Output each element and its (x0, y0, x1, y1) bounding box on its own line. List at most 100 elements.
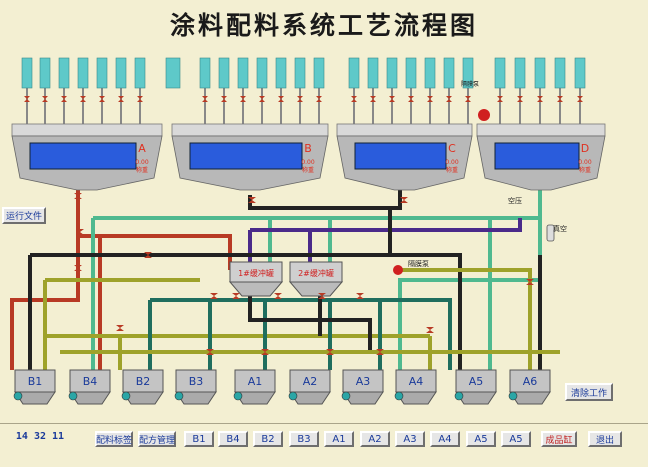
tank-select-button[interactable]: A5 (466, 431, 496, 447)
pipe-black-low (248, 285, 372, 350)
feed-valve (557, 96, 563, 102)
feed-valve (408, 96, 414, 102)
silo-rim (171, 123, 329, 137)
agitator-icon (68, 391, 78, 401)
feed-valve (240, 96, 246, 102)
tank-select-button[interactable]: B3 (289, 431, 319, 447)
mix-tank-label: B2 (136, 375, 151, 388)
recipe-manage-button[interactable]: 配方管理 (138, 431, 176, 447)
pipe-black-top (248, 190, 402, 210)
feed-valve (297, 96, 303, 102)
hopper-display (189, 142, 303, 170)
feed-valve (61, 96, 67, 102)
pipe-black-right (390, 253, 462, 370)
feed-tube (294, 57, 306, 89)
silo-rim (336, 123, 473, 137)
mix-tank-label: B4 (83, 375, 98, 388)
pump-icon (478, 109, 490, 121)
silo-group (11, 57, 606, 191)
pipe-valve (74, 193, 82, 199)
pipe-valve (116, 325, 124, 331)
tank-select-button[interactable]: B4 (218, 431, 248, 447)
buffer-tank-label: 2#缓冲罐 (298, 268, 334, 278)
feed-tube (21, 57, 33, 89)
pipe-valve (426, 327, 434, 333)
agitator-icon (233, 391, 243, 401)
pipe-valve (210, 293, 218, 299)
pipe-valve (376, 349, 384, 355)
tank-select-button[interactable]: A3 (395, 431, 425, 447)
feed-tube (534, 57, 546, 89)
feed-tube (443, 57, 455, 89)
tank-select-button[interactable]: B2 (253, 431, 283, 447)
agitator-icon (341, 391, 351, 401)
agitator-icon (174, 391, 184, 401)
pipe-valve (76, 229, 84, 235)
pipe-valve (261, 349, 269, 355)
silo-rim (11, 123, 163, 137)
feed-tube (58, 57, 70, 89)
mix-tank-label: B3 (189, 375, 204, 388)
pipe-valve (232, 293, 240, 299)
feed-tube (96, 57, 108, 89)
mix-tank-cone (509, 391, 551, 405)
hopper-weight-value: 0.00 (301, 159, 315, 166)
feed-valve (42, 96, 48, 102)
mix-tank-label: A5 (469, 375, 484, 388)
mix-tank-cone (14, 391, 56, 405)
feed-tube (424, 57, 436, 89)
diaphragm-pump (393, 265, 403, 275)
tank-select-button[interactable]: B1 (184, 431, 214, 447)
feed-tube (134, 57, 146, 89)
pipe-valve (206, 349, 214, 355)
hopper-id-label: D (581, 142, 589, 155)
run-file-button[interactable]: 运行文件 (2, 207, 46, 224)
mix-tank-label: A2 (303, 375, 318, 388)
pipe-valve (356, 293, 364, 299)
feed-tube (237, 57, 249, 89)
feed-tube (275, 57, 287, 89)
tank-select-button[interactable]: A4 (430, 431, 460, 447)
exit-button[interactable]: 退出 (588, 431, 622, 447)
vacuum-label: 真空 (553, 224, 567, 233)
mix-tank-cone (69, 391, 111, 405)
pipe-olive-b (395, 268, 532, 370)
pipe-valve (400, 197, 408, 203)
feed-valve (118, 96, 124, 102)
mix-tank-cone (455, 391, 497, 405)
feed-valve (427, 96, 433, 102)
hopper-id-label: A (138, 142, 146, 155)
pipe-green-right2 (398, 218, 542, 370)
ingredient-tag-button[interactable]: 配料标签 (95, 431, 133, 447)
feed-valve (577, 96, 583, 102)
tank-select-button[interactable]: A5 (501, 431, 531, 447)
mix-tank-cone (289, 391, 331, 405)
feed-tube (514, 57, 526, 89)
hopper-display (354, 142, 447, 170)
clock-display: 14 32 11 (15, 431, 65, 442)
feed-tube (256, 57, 268, 89)
product-tank-button[interactable]: 成品缸 (541, 431, 577, 447)
hopper-weigh-label: 称重 (302, 166, 314, 174)
mix-tank-cone (234, 391, 276, 405)
feed-valve (24, 96, 30, 102)
clear-work-button[interactable]: 清除工作 (565, 383, 613, 401)
agitator-icon (288, 391, 298, 401)
feed-valve (202, 96, 208, 102)
agitator-icon (394, 391, 404, 401)
pipe-valve (326, 349, 334, 355)
silo-rim (476, 123, 606, 137)
hopper-display (29, 142, 137, 170)
feed-tube (218, 57, 230, 89)
tank-select-button[interactable]: A2 (360, 431, 390, 447)
pump-label: 隔膜泵 (461, 80, 479, 88)
mix-tank-label: A6 (523, 375, 538, 388)
feed-valve (99, 96, 105, 102)
feed-tube (405, 57, 417, 89)
feed-valve (465, 96, 471, 102)
hopper-weigh-label: 称重 (136, 166, 148, 174)
pipe-valve (248, 197, 256, 203)
feed-valve (316, 96, 322, 102)
tank-select-button[interactable]: A1 (324, 431, 354, 447)
